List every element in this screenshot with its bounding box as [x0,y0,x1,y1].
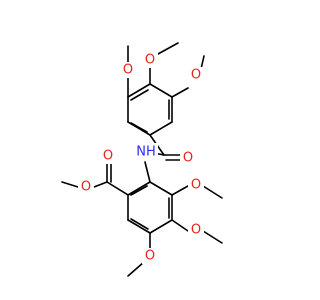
atom-labels: O O O NH O O O O O O [78,52,204,264]
oxygen-atom-label: O [145,53,155,68]
oxygen-atom-label: O [183,151,193,166]
oxygen-atom-label: O [145,249,155,264]
oxygen-atom-label: O [123,63,133,78]
oxygen-atom-label: O [191,223,201,238]
oxygen-atom-label: O [103,149,113,164]
oxygen-atom-label: O [191,68,201,83]
oxygen-atom-label: O [81,180,91,195]
structure-diagram: O O O NH O O O O O O [61,42,223,277]
oxygen-atom-label: O [191,178,201,193]
nitrogen-atom-label: NH [136,145,156,160]
